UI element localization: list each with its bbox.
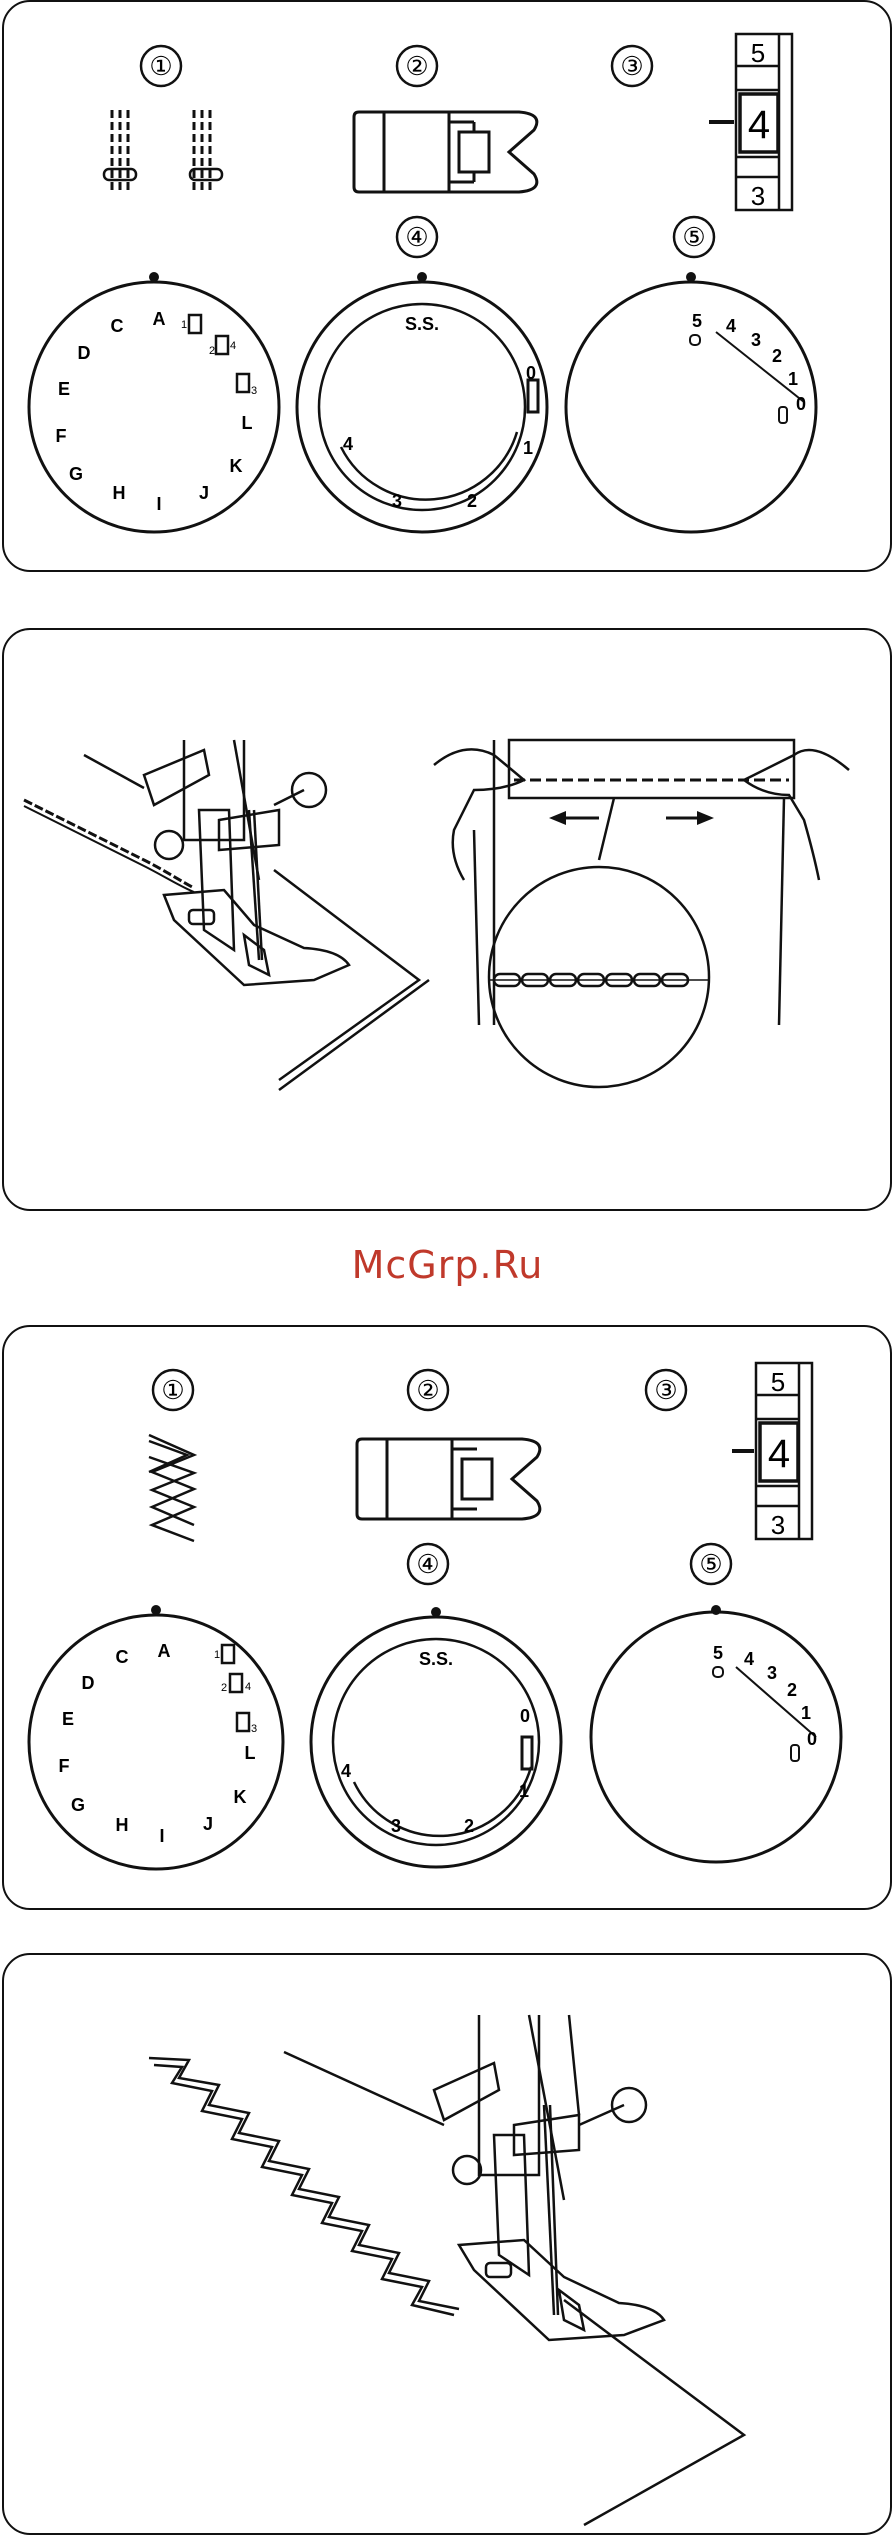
length-0-label: 0 (526, 363, 536, 383)
width-4-label-b: 4 (744, 1649, 754, 1669)
dial-letter-k: K (230, 456, 243, 476)
dial-letter-g: G (69, 464, 83, 484)
width-1-label-b: 1 (801, 1703, 811, 1723)
length-3-label-b: 3 (391, 1816, 401, 1836)
dial-number-1-b: 1 (214, 1649, 220, 1661)
scale-4-label: 4 (748, 103, 770, 147)
width-2-label-b: 2 (787, 1680, 797, 1700)
dial-number-2: 2 (209, 345, 215, 357)
length-4-label: 4 (343, 434, 353, 454)
length-3-label: 3 (392, 491, 402, 511)
length-0-label-b: 0 (520, 1706, 530, 1726)
dial-number-3: 3 (251, 385, 257, 397)
basting-stitch-magnified (490, 974, 708, 986)
dial-letter-h-b: H (116, 1815, 129, 1835)
dial-letter-a: A (153, 309, 166, 329)
settings-panel-zigzag: ① ② ③ ④ ⑤ 5 4 3 A C D E F G H I J (2, 1325, 892, 1910)
dial-letter-g-b: G (71, 1795, 85, 1815)
width-3-label-b: 3 (767, 1663, 777, 1683)
illustration-panel-zigzag-basting (2, 1953, 892, 2535)
step-5-label-b: ⑤ (699, 1549, 722, 1579)
dial-number-2-b: 2 (221, 1682, 227, 1694)
dial-number-4-b: 4 (245, 1681, 251, 1693)
length-2-label-b: 2 (464, 1816, 474, 1836)
dial-letter-i: I (156, 494, 161, 514)
scale-4-label-b: 4 (768, 1432, 790, 1476)
dial-letter-l: L (242, 413, 253, 433)
step-2-label: ② (405, 51, 428, 81)
width-0-label-b: 0 (807, 1729, 817, 1749)
step-3-label: ③ (620, 51, 643, 81)
settings-illustration-1: ① ② ③ ④ ⑤ 5 4 3 A C D E F (4, 2, 894, 574)
step-3-label-b: ③ (654, 1375, 677, 1405)
dial-letter-h: H (113, 483, 126, 503)
step-1-label: ① (149, 51, 172, 81)
pattern-dial-b (29, 1615, 283, 1869)
step-4-label: ④ (405, 222, 428, 252)
dial-number-3-b: 3 (251, 1723, 257, 1735)
width-5-label-b: 5 (713, 1643, 723, 1663)
width-3-label: 3 (751, 330, 761, 350)
width-5-label: 5 (692, 311, 702, 331)
settings-illustration-2: ① ② ③ ④ ⑤ 5 4 3 A C D E F G H I J (4, 1327, 894, 1912)
width-0-label: 0 (796, 394, 806, 414)
scale-3-label-b: 3 (771, 1510, 785, 1540)
dial-letter-l-b: L (245, 1743, 256, 1763)
width-1-label: 1 (788, 369, 798, 389)
length-2-label: 2 (467, 491, 477, 511)
scale-3-label: 3 (751, 181, 765, 211)
dial-letter-i-b: I (159, 1826, 164, 1846)
presser-foot-icon-b (357, 1439, 540, 1519)
width-4-label: 4 (726, 316, 736, 336)
dial-letter-j-b: J (203, 1814, 213, 1834)
dial-letter-a-b: A (158, 1641, 171, 1661)
step-1-label-b: ① (161, 1375, 184, 1405)
dial-letter-c: C (111, 316, 124, 336)
dial-number-4: 4 (230, 340, 236, 352)
illustration-panel-basting (2, 628, 892, 1211)
step-5-label: ⑤ (682, 222, 705, 252)
dial-letter-j: J (199, 483, 209, 503)
scale-5-label: 5 (751, 38, 765, 68)
scale-5-label-b: 5 (771, 1367, 785, 1397)
width-2-label: 2 (772, 346, 782, 366)
straight-stitch-icon (104, 110, 222, 192)
length-4-label-b: 4 (341, 1761, 351, 1781)
dial-letter-f-b: F (59, 1756, 70, 1776)
presser-foot-icon (354, 112, 537, 192)
dial-letter-k-b: K (234, 1787, 247, 1807)
dial-letter-e: E (58, 379, 70, 399)
settings-panel-straight-stitch: ① ② ③ ④ ⑤ 5 4 3 A C D E F (2, 0, 892, 572)
ss-label-b: S.S. (419, 1649, 453, 1669)
dial-letter-e-b: E (62, 1709, 74, 1729)
dial-letter-d: D (78, 343, 91, 363)
watermark: McGrp.Ru (0, 1243, 895, 1287)
dial-letter-f: F (56, 426, 67, 446)
ss-label: S.S. (405, 314, 439, 334)
step-4-label-b: ④ (416, 1549, 439, 1579)
basting-illustration (4, 630, 894, 1213)
step-2-label-b: ② (416, 1375, 439, 1405)
length-1-label-b: 1 (519, 1781, 529, 1801)
zigzag-stitch-icon (149, 1435, 194, 1541)
zigzag-illustration (4, 1955, 894, 2537)
dial-letter-d-b: D (82, 1673, 95, 1693)
length-1-label: 1 (523, 438, 533, 458)
dial-number-1: 1 (181, 319, 187, 331)
dial-letter-c-b: C (116, 1647, 129, 1667)
